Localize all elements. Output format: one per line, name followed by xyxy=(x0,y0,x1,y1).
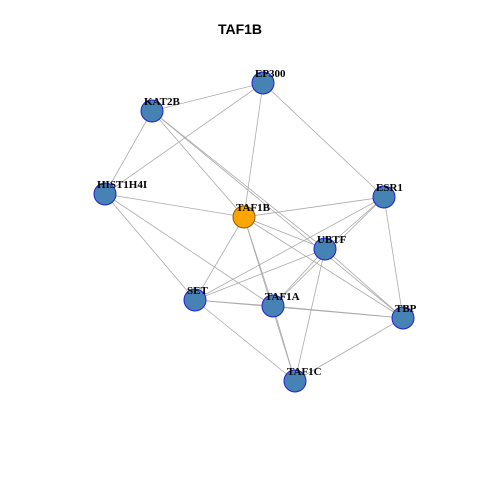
edge-layer xyxy=(104,82,404,382)
node-set: SET xyxy=(183,285,208,312)
node-circle-ubtf xyxy=(313,237,337,261)
node-label-kat2b: KAT2B xyxy=(144,96,181,108)
node-label-tbp: TBP xyxy=(395,303,417,315)
node-tbp: TBP xyxy=(391,303,417,330)
edge-kat2b-ubtf xyxy=(151,110,326,250)
node-circle-hist1h4i xyxy=(93,182,117,206)
edge-tbp-taf1c xyxy=(294,317,404,382)
node-label-ep300: EP300 xyxy=(255,68,286,80)
edge-set-taf1c xyxy=(194,299,296,382)
node-label-taf1c: TAF1C xyxy=(287,366,322,378)
edge-ubtf-taf1c xyxy=(294,248,326,382)
node-label-set: SET xyxy=(187,285,208,297)
node-circle-ep300 xyxy=(251,71,275,95)
node-circle-kat2b xyxy=(140,99,164,123)
node-circle-taf1a xyxy=(261,294,285,318)
edge-taf1b-ep300 xyxy=(243,82,264,218)
node-taf1a: TAF1A xyxy=(261,291,300,318)
edge-kat2b-tbp xyxy=(151,110,404,319)
node-circle-set xyxy=(183,288,207,312)
diagram-title: TAF1B xyxy=(217,21,263,37)
node-circle-tbp xyxy=(391,306,415,330)
node-ep300: EP300 xyxy=(251,68,286,95)
edge-esr1-ep300 xyxy=(262,82,385,198)
edge-esr1-tbp xyxy=(383,196,404,319)
edge-taf1a-taf1c xyxy=(272,305,296,382)
edge-ubtf-taf1a xyxy=(272,248,326,307)
edge-ubtf-set xyxy=(194,248,326,301)
node-taf1b: TAF1B xyxy=(232,202,271,229)
edge-kat2b-taf1b xyxy=(151,110,245,218)
edge-hist1h4i-taf1a xyxy=(104,193,274,307)
edge-esr1-ubtf xyxy=(324,196,385,250)
edge-ubtf-tbp xyxy=(324,248,404,319)
node-circle-taf1b xyxy=(232,205,256,229)
edge-taf1b-esr1 xyxy=(243,196,385,218)
edge-taf1b-set xyxy=(194,216,245,301)
node-hist1h4i: HIST1H4I xyxy=(93,179,147,206)
node-kat2b: KAT2B xyxy=(140,96,181,123)
node-circle-esr1 xyxy=(372,185,396,209)
node-label-taf1a: TAF1A xyxy=(265,291,300,303)
edge-hist1h4i-taf1b xyxy=(104,193,245,218)
node-label-hist1h4i: HIST1H4I xyxy=(97,179,147,191)
node-label-ubtf: UBTF xyxy=(317,234,347,246)
node-circle-taf1c xyxy=(283,369,307,393)
node-esr1: ESR1 xyxy=(372,182,403,209)
node-taf1c: TAF1C xyxy=(283,366,322,393)
edge-esr1-set xyxy=(194,196,385,301)
node-label-taf1b: TAF1B xyxy=(236,202,271,214)
edge-taf1b-ubtf xyxy=(243,216,326,250)
edge-taf1b-tbp xyxy=(243,216,404,319)
edge-hist1h4i-ep300 xyxy=(104,82,264,195)
edge-taf1a-tbp xyxy=(272,305,404,319)
node-label-esr1: ESR1 xyxy=(376,182,403,194)
edge-kat2b-hist1h4i xyxy=(104,110,153,195)
node-ubtf: UBTF xyxy=(313,234,347,261)
edge-kat2b-ep300 xyxy=(151,82,264,112)
edge-hist1h4i-set xyxy=(104,193,196,301)
